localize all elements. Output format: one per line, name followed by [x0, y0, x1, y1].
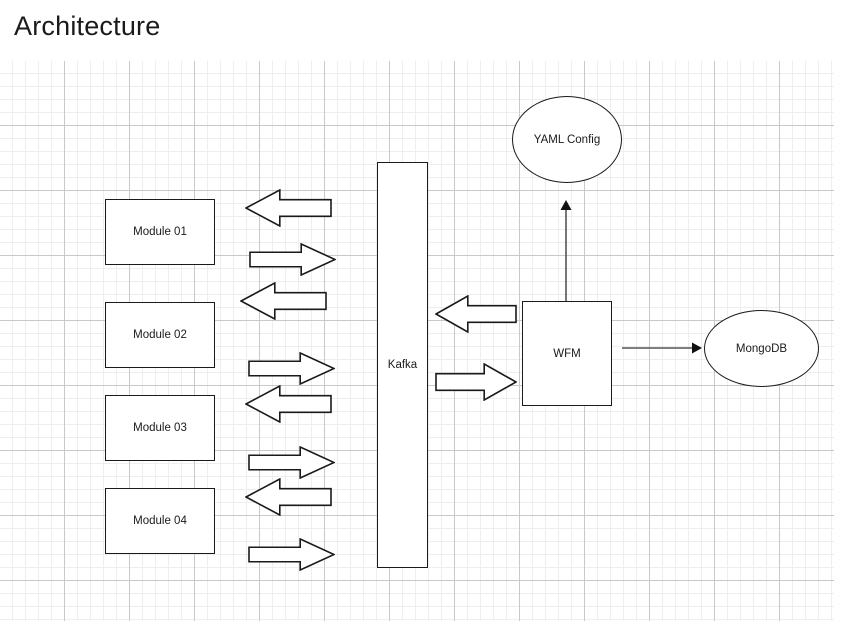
node-module-01[interactable]: Module 01: [105, 199, 215, 265]
block-arrow-shape: [245, 478, 332, 516]
line-arrow-wfm-to-yaml-config[interactable]: [558, 200, 574, 301]
block-arrow-shape: [248, 352, 335, 385]
block-arrow-shape: [435, 363, 517, 401]
node-mongodb[interactable]: MongoDB: [704, 310, 819, 387]
node-label-mongodb: MongoDB: [735, 342, 788, 355]
node-label-yaml-config: YAML Config: [533, 133, 601, 146]
block-arrow-kafka-to-wfm[interactable]: [435, 363, 517, 401]
block-arrow-module-02-to-kafka[interactable]: [248, 352, 335, 385]
block-arrow-shape: [245, 189, 332, 227]
node-kafka[interactable]: Kafka: [377, 162, 428, 568]
block-arrow-module-01-to-kafka[interactable]: [249, 243, 336, 276]
block-arrow-shape: [245, 385, 332, 423]
line-arrow-shape: [560, 200, 572, 301]
node-module-02[interactable]: Module 02: [105, 302, 215, 368]
node-wfm[interactable]: WFM: [522, 301, 612, 406]
node-label-module-01: Module 01: [133, 226, 187, 238]
block-arrow-module-04-to-kafka[interactable]: [248, 538, 335, 571]
block-arrow-shape: [248, 446, 335, 479]
node-label-module-02: Module 02: [133, 329, 187, 341]
block-arrow-kafka-to-module-03[interactable]: [245, 385, 332, 423]
block-arrow-shape: [240, 282, 327, 320]
block-arrow-wfm-to-kafka[interactable]: [435, 295, 517, 333]
block-arrow-shape: [249, 243, 336, 276]
block-arrow-kafka-to-module-02[interactable]: [240, 282, 327, 320]
node-module-04[interactable]: Module 04: [105, 488, 215, 554]
node-label-module-03: Module 03: [133, 422, 187, 434]
block-arrow-kafka-to-module-04[interactable]: [245, 478, 332, 516]
node-module-03[interactable]: Module 03: [105, 395, 215, 461]
node-yaml-config[interactable]: YAML Config: [512, 96, 622, 183]
line-arrow-wfm-to-mongodb[interactable]: [622, 340, 702, 356]
block-arrow-shape: [248, 538, 335, 571]
block-arrow-module-03-to-kafka[interactable]: [248, 446, 335, 479]
block-arrow-kafka-to-module-01[interactable]: [245, 189, 332, 227]
node-label-module-04: Module 04: [133, 515, 187, 527]
block-arrow-shape: [435, 295, 517, 333]
line-arrow-shape: [622, 342, 702, 354]
page-title: Architecture: [14, 11, 161, 41]
node-label-wfm: WFM: [553, 347, 581, 360]
node-label-kafka: Kafka: [387, 359, 418, 371]
